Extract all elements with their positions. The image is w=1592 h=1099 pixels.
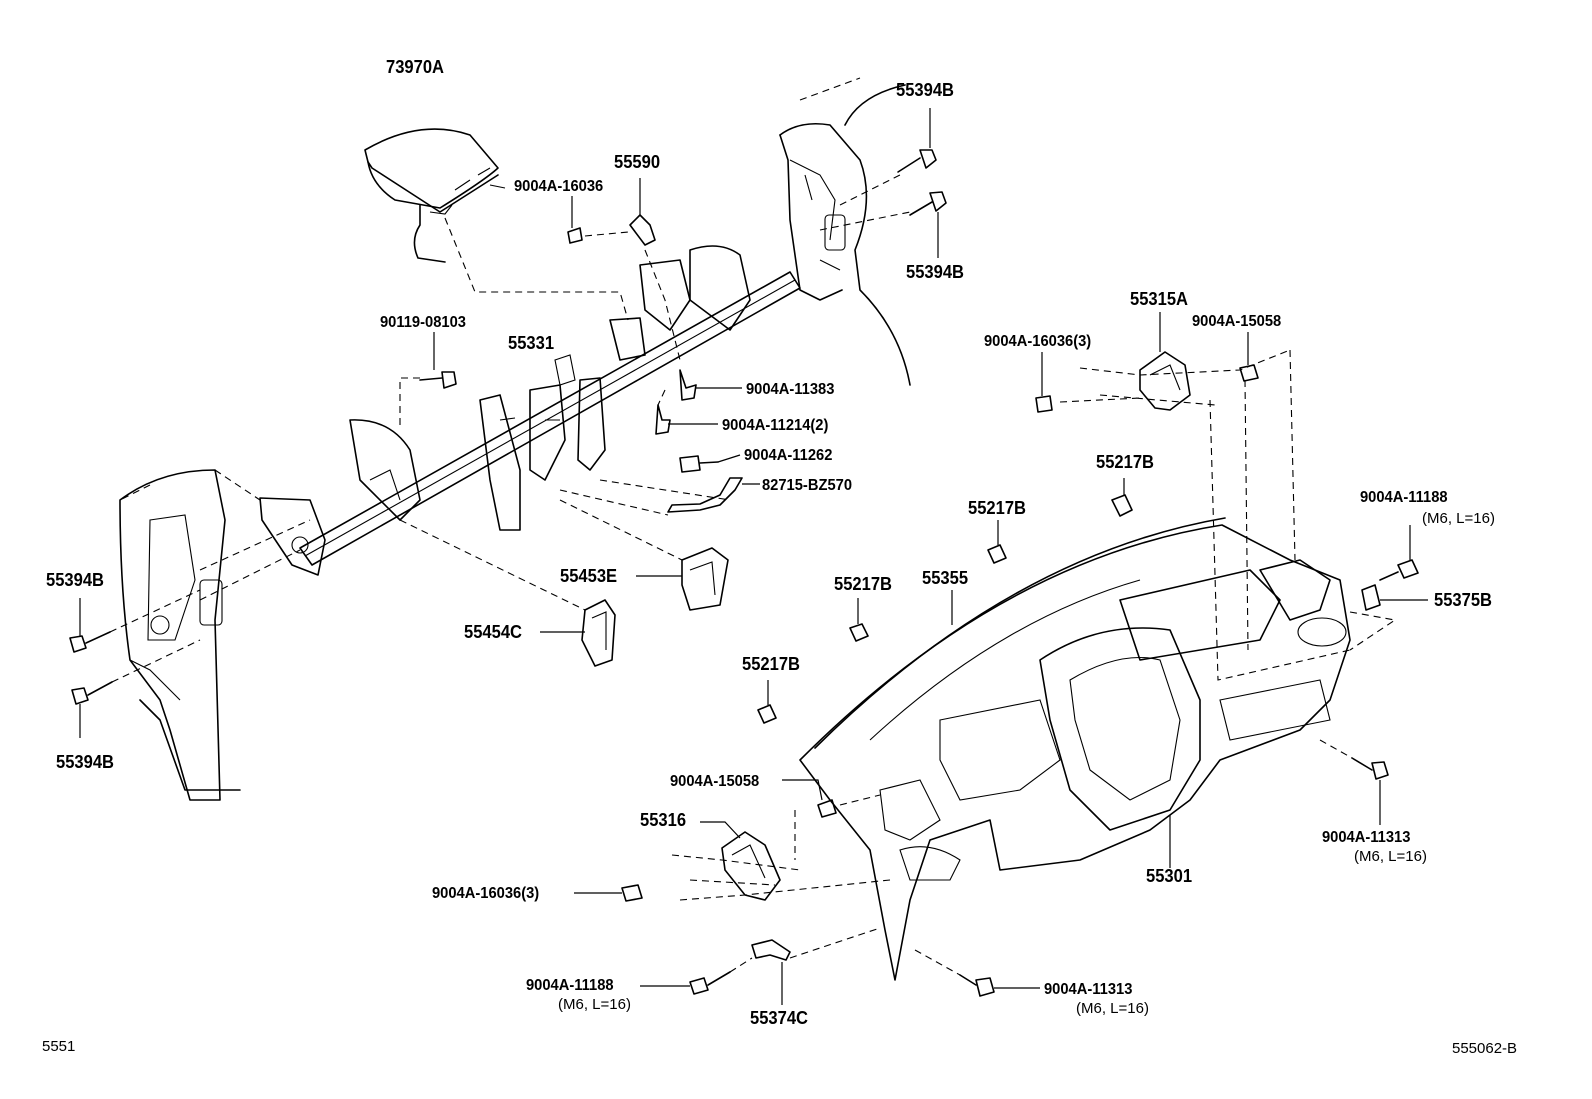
bolt-9004A-11188-right bbox=[1379, 559, 1419, 581]
dashboard-55301-drawing bbox=[799, 517, 1351, 981]
bolt-9004A-11383 bbox=[679, 369, 697, 401]
callout-9004A-11313-right-spec: (M6, L=16) bbox=[1354, 848, 1427, 865]
page-code: 5551 bbox=[42, 1038, 76, 1055]
callout-90119-08103: 90119-08103 bbox=[380, 314, 466, 331]
callout-9004A-11188-bottom-spec: (M6, L=16) bbox=[558, 996, 631, 1013]
callout-9004A-11188-bottom: 9004A-11188 bbox=[526, 977, 614, 994]
bracket-55374C bbox=[751, 939, 791, 961]
callout-9004A-11214: 9004A-11214(2) bbox=[722, 417, 829, 434]
bracket-55316 bbox=[721, 831, 781, 901]
callout-55316: 55316 bbox=[640, 810, 687, 830]
callout-55217B-a: 55217B bbox=[1096, 452, 1155, 472]
clip-55217B-d bbox=[757, 704, 777, 724]
callout-55454C: 55454C bbox=[464, 622, 523, 642]
callout-9004A-15058-right: 9004A-15058 bbox=[1192, 313, 1282, 330]
screw-9004A-16036-3-left bbox=[621, 884, 643, 902]
callout-55217B-b: 55217B bbox=[968, 498, 1027, 518]
bolt-9004A-11188-bottom bbox=[689, 971, 731, 995]
callout-55331: 55331 bbox=[508, 333, 555, 353]
callout-55394B-l2: 55394B bbox=[56, 752, 115, 772]
callout-55217B-d: 55217B bbox=[742, 654, 801, 674]
callout-9004A-15058-left: 9004A-15058 bbox=[670, 773, 760, 790]
clip-55217B-c bbox=[849, 623, 869, 642]
callout-82715-BZ570: 82715-BZ570 bbox=[762, 477, 853, 494]
bolt-55394B-l2 bbox=[71, 681, 113, 705]
bracket-55315A bbox=[1139, 351, 1191, 411]
callout-55394B-tr2: 55394B bbox=[906, 262, 965, 282]
callout-9004A-11188-right: 9004A-11188 bbox=[1360, 489, 1448, 506]
screw-9004A-16036-top bbox=[567, 227, 583, 244]
screw-9004A-15058-left bbox=[817, 799, 837, 818]
bolt-55394B-l1 bbox=[69, 631, 111, 653]
bracket-55375B bbox=[1361, 584, 1381, 611]
callout-9004A-11383: 9004A-11383 bbox=[746, 381, 835, 398]
callout-9004A-16036-3-right: 9004A-16036(3) bbox=[984, 333, 1092, 350]
bolt-9004A-11313-right bbox=[1351, 757, 1389, 780]
bracket-55590-drawing bbox=[629, 214, 656, 246]
bracket-55454C bbox=[581, 599, 616, 667]
callout-55355: 55355 bbox=[922, 568, 969, 588]
bolt-9004A-11214 bbox=[655, 404, 671, 435]
callout-55453E: 55453E bbox=[560, 566, 618, 586]
callout-9004A-16036: 9004A-16036 bbox=[514, 178, 604, 195]
bolt-9004A-11262 bbox=[679, 455, 719, 473]
callout-9004A-11313-right: 9004A-11313 bbox=[1322, 829, 1411, 846]
callout-9004A-11313-bottom-spec: (M6, L=16) bbox=[1076, 1000, 1149, 1017]
callout-55315A: 55315A bbox=[1130, 289, 1189, 309]
bolt-55394B-tr2 bbox=[909, 191, 947, 216]
callout-55374C: 55374C bbox=[750, 1008, 809, 1028]
airbag-73970A-drawing bbox=[364, 128, 506, 263]
callout-55301: 55301 bbox=[1146, 866, 1193, 886]
callout-55590: 55590 bbox=[614, 152, 661, 172]
screw-9004A-16036-3-right bbox=[1035, 395, 1053, 413]
callout-9004A-11262: 9004A-11262 bbox=[744, 447, 833, 464]
bolt-90119-08103 bbox=[419, 371, 457, 389]
bolt-55394B-tr1 bbox=[897, 149, 937, 173]
bracket-82715-BZ570 bbox=[667, 477, 743, 513]
callout-55375B: 55375B bbox=[1434, 590, 1493, 610]
bolt-9004A-11313-bottom bbox=[959, 974, 995, 997]
callout-55394B-tr1: 55394B bbox=[896, 80, 955, 100]
screw-9004A-15058-right bbox=[1239, 364, 1259, 382]
right-pillar-drawing bbox=[779, 84, 911, 386]
clip-55217B-b bbox=[987, 544, 1007, 564]
callout-55394B-l1: 55394B bbox=[46, 570, 105, 590]
left-pillar-drawing bbox=[119, 469, 241, 801]
callout-55217B-c: 55217B bbox=[834, 574, 893, 594]
callout-9004A-16036-3-left: 9004A-16036(3) bbox=[432, 885, 540, 902]
bracket-55453E bbox=[681, 547, 729, 611]
callout-73970A: 73970A bbox=[386, 57, 445, 77]
callout-9004A-11188-right-spec: (M6, L=16) bbox=[1422, 510, 1495, 527]
cross-beam-55331-drawing bbox=[259, 245, 801, 576]
callout-9004A-11313-bottom: 9004A-11313 bbox=[1044, 981, 1133, 998]
clip-55217B-a bbox=[1111, 494, 1133, 517]
diagram-id: 555062-B bbox=[1452, 1040, 1518, 1057]
